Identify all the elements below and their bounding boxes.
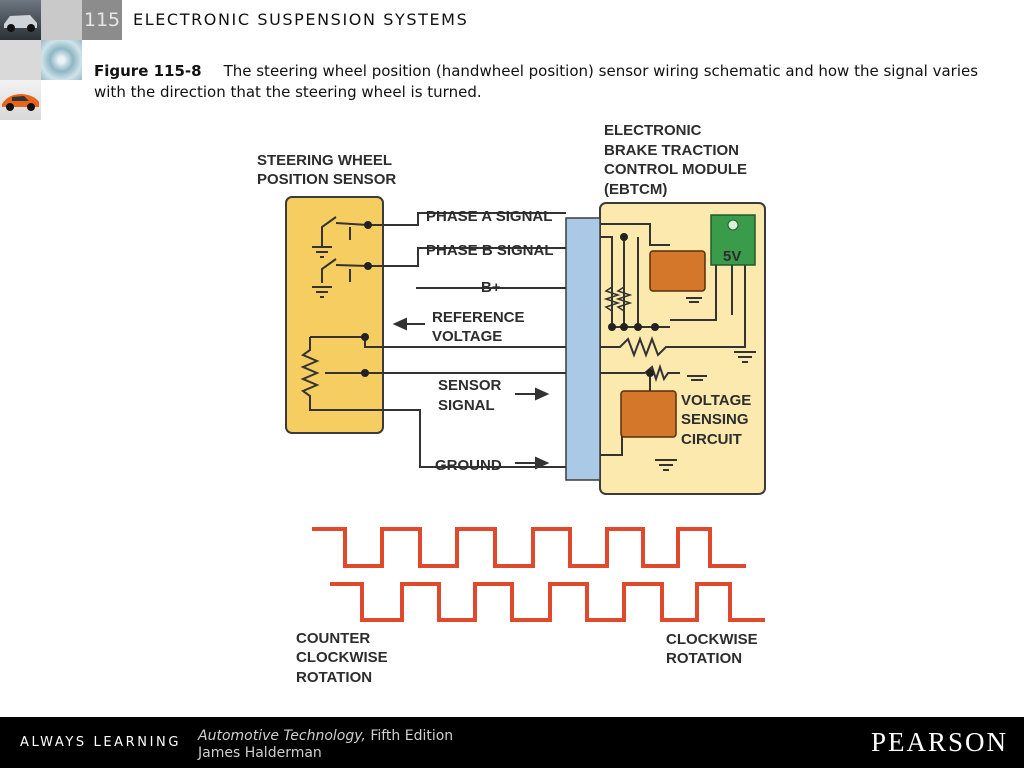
ccw-label-line-1: COUNTER	[296, 630, 370, 647]
sensor-signal-label-line-2: SIGNAL	[438, 397, 495, 414]
module-title-line-2: BRAKE TRACTION	[604, 142, 739, 159]
phase-a-waveform	[312, 527, 746, 568]
phase-b-waveform	[330, 582, 765, 622]
sensor-signal-label-line-1: SENSOR	[438, 377, 502, 394]
wheel-thumbnail-image	[41, 40, 82, 80]
wiring-schematic: 5V STEERING WHEEL POSITION SENSOR ELECTR…	[257, 122, 766, 686]
publisher-logo: PEARSON	[870, 727, 1008, 757]
cw-label-line-1: CLOCKWISE	[666, 631, 758, 648]
ccw-label-line-3: ROTATION	[296, 669, 372, 686]
header-tile	[0, 40, 41, 80]
book-edition: Fifth Edition	[365, 728, 454, 744]
regulator-label: 5V	[723, 248, 741, 265]
book-credit: Automotive Technology, Fifth Edition Jam…	[198, 728, 453, 762]
voltage-sensing-chip	[620, 390, 677, 438]
b-plus-label: B+	[481, 279, 501, 296]
figure-label: Figure 115-8	[94, 62, 202, 80]
reference-label-line-2: VOLTAGE	[432, 328, 502, 345]
cw-label-line-2: ROTATION	[666, 650, 742, 667]
phase-b-label: PHASE B SIGNAL	[426, 242, 554, 259]
sensor-title-line-1: STEERING WHEEL	[257, 152, 392, 169]
sports-car-thumbnail-image	[0, 80, 41, 120]
phase-a-label: PHASE A SIGNAL	[426, 208, 552, 225]
sensor-title-line-2: POSITION SENSOR	[257, 171, 396, 188]
header-tile	[41, 0, 82, 40]
voltage-sensing-label-line-2: SENSING	[681, 411, 749, 428]
header-tile	[41, 80, 82, 120]
chapter-title: ELECTRONIC SUSPENSION SYSTEMS	[133, 10, 469, 29]
voltage-sensing-label-line-1: VOLTAGE	[681, 392, 751, 409]
voltage-sensing-label-line-3: CIRCUIT	[681, 431, 742, 448]
footer-bar: ALWAYS LEARNING Automotive Technology, F…	[0, 717, 1024, 768]
ground-label: GROUND	[435, 457, 502, 474]
module-title-line-3: CONTROL MODULE	[604, 161, 747, 178]
module-title-line-1: ELECTRONIC	[604, 122, 702, 139]
chapter-number: 115	[82, 0, 122, 40]
connector-bus	[565, 217, 601, 481]
car-thumbnail-image	[0, 0, 41, 40]
footer-slogan: ALWAYS LEARNING	[20, 735, 182, 750]
sensor-housing	[285, 196, 384, 434]
upper-logic-chip	[649, 250, 706, 292]
ccw-label-line-2: CLOCKWISE	[296, 649, 388, 666]
book-author: James Halderman	[198, 745, 322, 761]
figure-caption-text: The steering wheel position (handwheel p…	[94, 62, 979, 101]
module-title-line-4: (EBTCM)	[604, 181, 667, 198]
reference-label-line-1: REFERENCE	[432, 309, 525, 326]
book-title: Automotive Technology,	[198, 728, 366, 744]
